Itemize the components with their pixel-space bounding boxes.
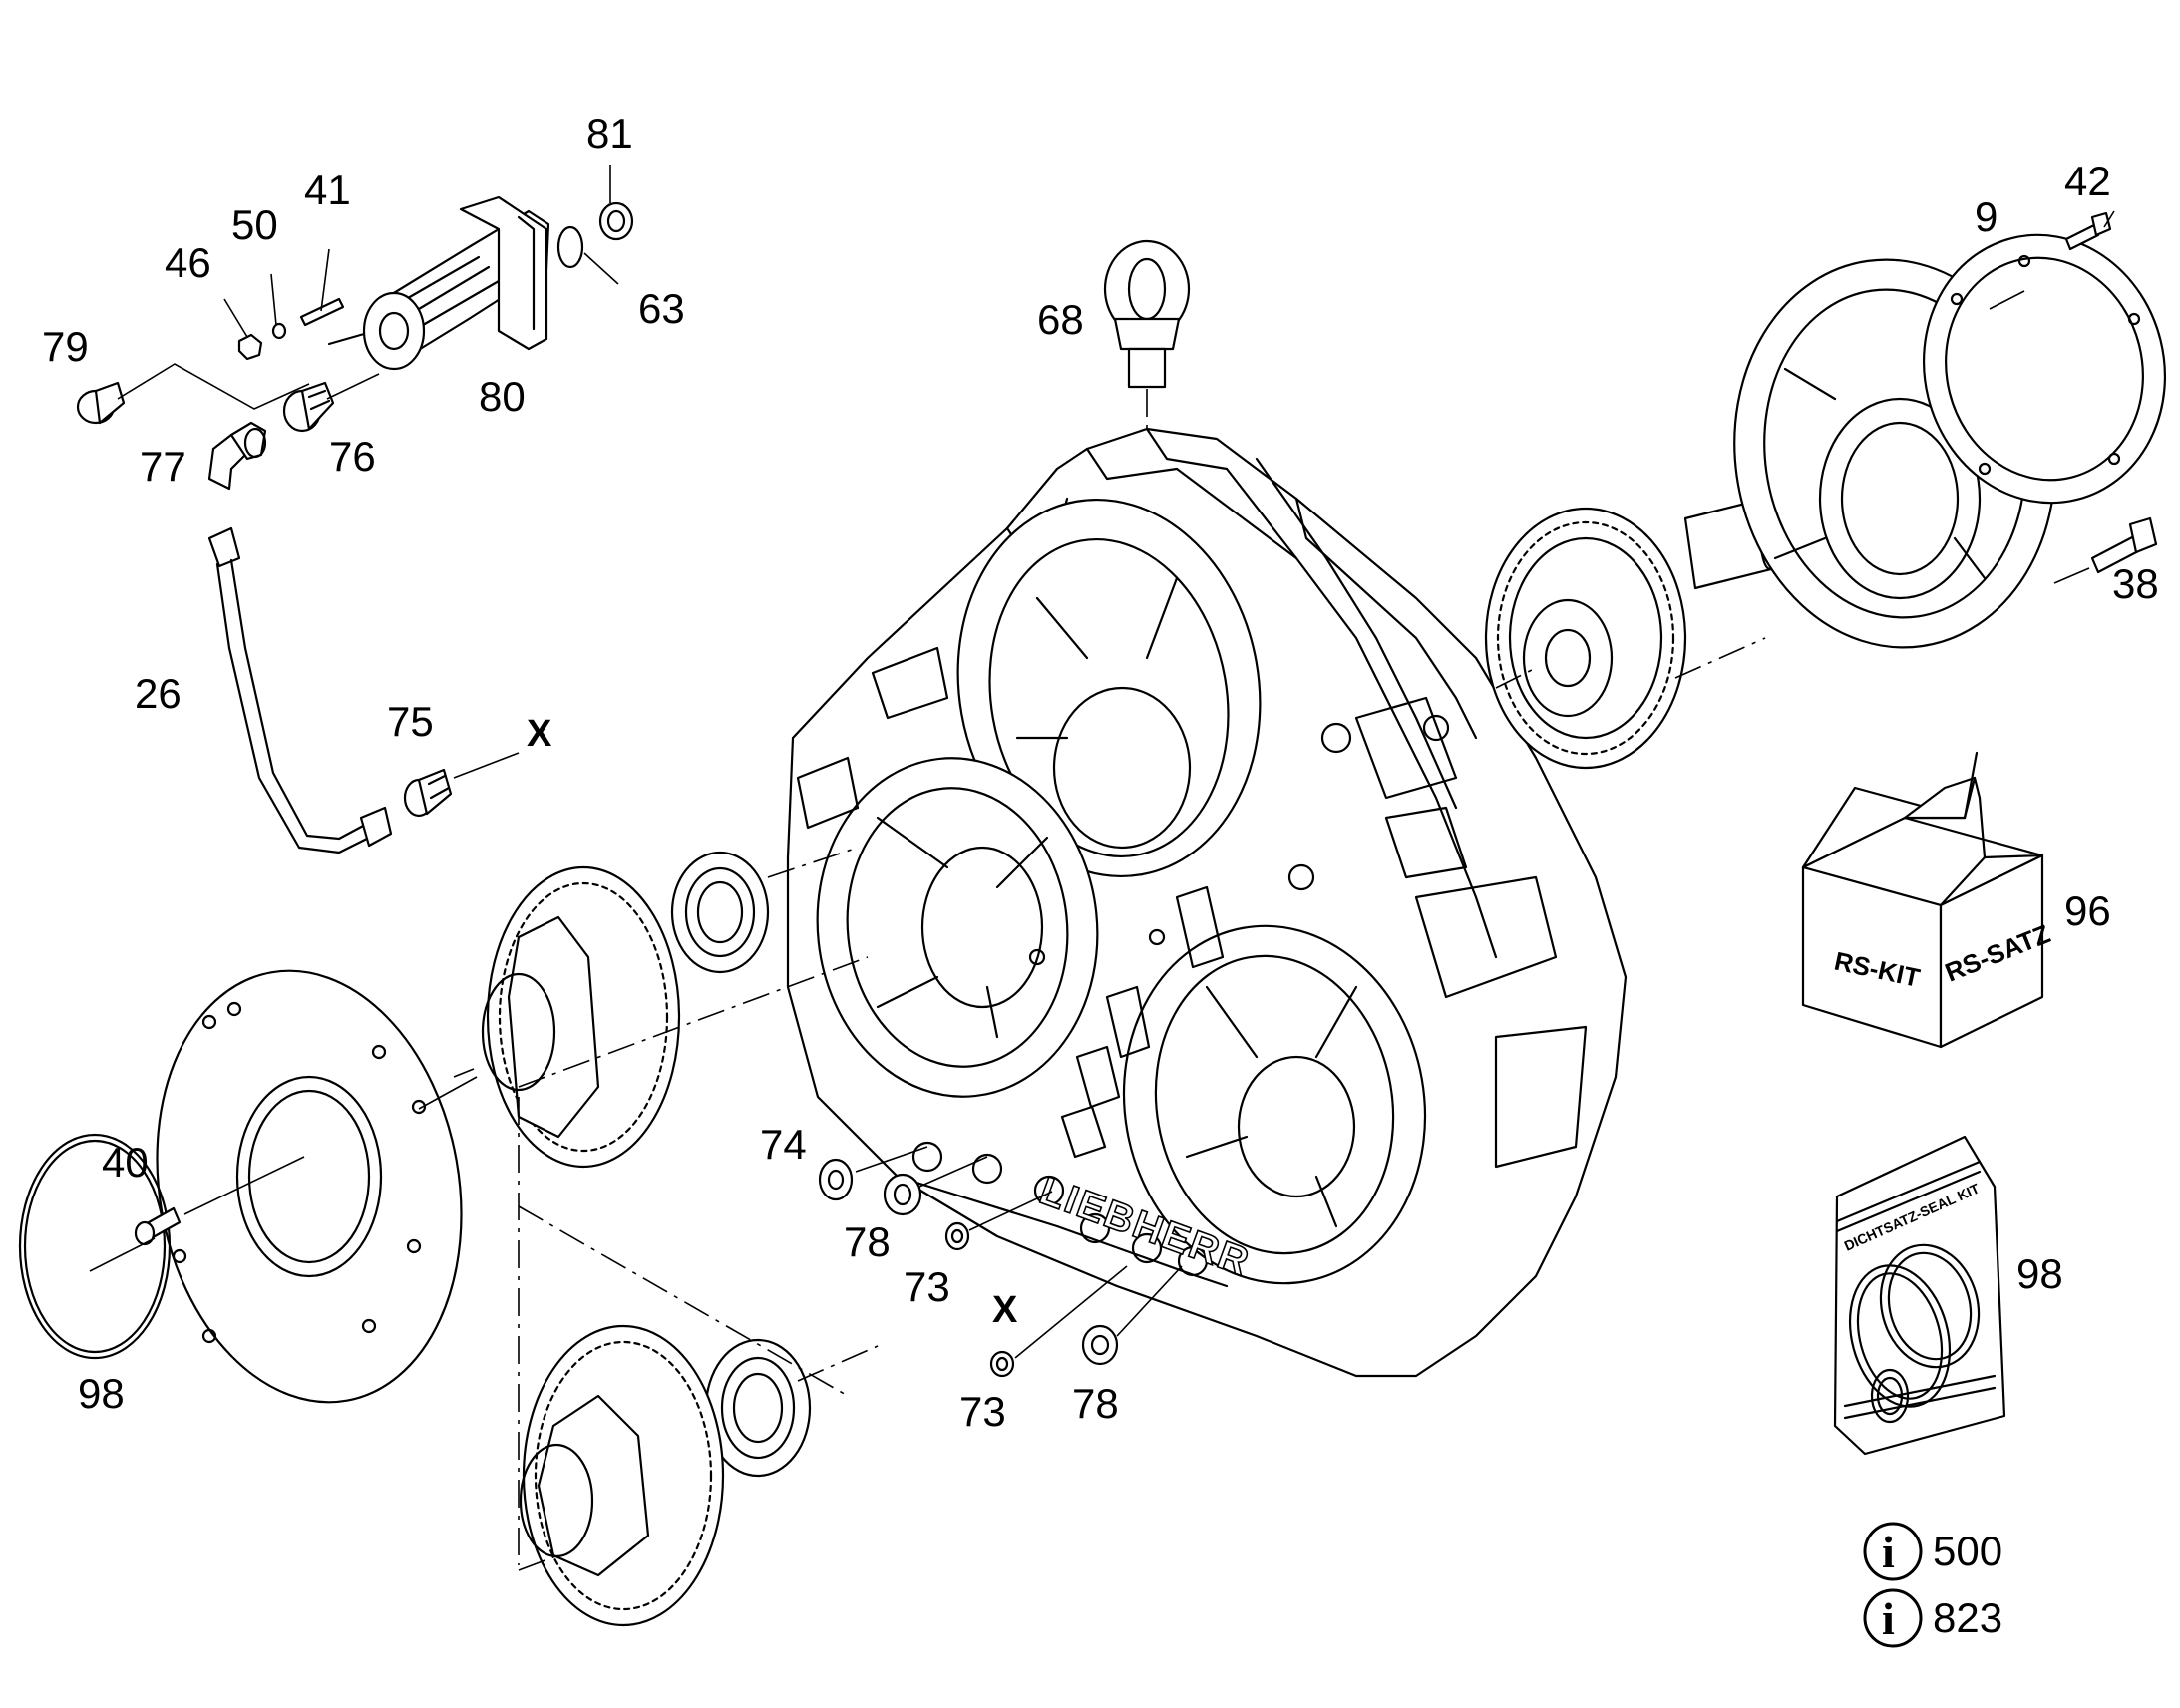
callout-42: 42 xyxy=(2064,158,2111,204)
o-ring-63[interactable] xyxy=(556,225,584,269)
svg-text:i: i xyxy=(1882,1527,1895,1577)
pipe-26[interactable] xyxy=(207,526,393,854)
pin-41[interactable] xyxy=(299,297,345,327)
seal-kit-bag[interactable]: DICHTSATZ-SEAL KIT xyxy=(1833,1135,2006,1456)
callout-76: 76 xyxy=(329,433,376,480)
washer-50[interactable] xyxy=(271,322,287,340)
svg-text:i: i xyxy=(1882,1593,1895,1644)
callout-96: 96 xyxy=(2064,887,2111,934)
eye-bolt-68[interactable] xyxy=(1103,239,1191,389)
callout-78-upper: 78 xyxy=(844,1218,891,1265)
info-ref-823[interactable]: i 823 xyxy=(1863,1588,2002,1648)
callout-x-upper: X xyxy=(527,713,552,755)
info-icon: i xyxy=(1863,1522,1923,1581)
fitting-75[interactable] xyxy=(403,768,453,818)
callout-63: 63 xyxy=(638,285,685,332)
callout-73-lower: 73 xyxy=(959,1388,1006,1435)
callout-40: 40 xyxy=(102,1139,149,1186)
callout-68: 68 xyxy=(1037,296,1084,343)
gasket-9[interactable] xyxy=(1896,209,2180,528)
fitting-76[interactable] xyxy=(282,381,335,433)
callout-80: 80 xyxy=(479,373,526,420)
elbow-77[interactable] xyxy=(207,421,267,491)
screw-38[interactable] xyxy=(2090,516,2158,574)
info-icon: i xyxy=(1863,1588,1923,1648)
callout-81: 81 xyxy=(586,110,633,157)
info-ref-number: 823 xyxy=(1933,1594,2002,1641)
seal-78-upper[interactable] xyxy=(883,1173,922,1216)
callout-50: 50 xyxy=(231,201,278,248)
bearing-upper-left[interactable] xyxy=(670,851,770,974)
info-ref-number: 500 xyxy=(1933,1528,2002,1574)
callout-98-bag: 98 xyxy=(2016,1250,2063,1297)
screw-42[interactable] xyxy=(2064,211,2112,251)
rs-kit-box[interactable]: RS-KIT RS-SATZ xyxy=(1801,751,2054,1049)
callout-77: 77 xyxy=(140,443,186,490)
callout-46: 46 xyxy=(165,239,211,286)
plug-73-lower[interactable] xyxy=(989,1350,1015,1378)
callout-38: 38 xyxy=(2112,560,2159,607)
gear-left-lower[interactable] xyxy=(519,1324,725,1627)
gear-upper[interactable] xyxy=(1484,496,1782,770)
callout-74: 74 xyxy=(760,1121,807,1168)
callout-26: 26 xyxy=(135,670,182,717)
screw-40[interactable] xyxy=(134,1206,182,1246)
cover-left[interactable] xyxy=(124,946,494,1426)
info-ref-500[interactable]: i 500 xyxy=(1863,1522,2002,1581)
gearbox-housing[interactable]: LIEBHERR xyxy=(786,427,1628,1378)
pump-80[interactable] xyxy=(327,195,550,371)
seal-78-lower[interactable] xyxy=(1081,1324,1119,1366)
callout-9: 9 xyxy=(1975,193,1998,240)
callout-41: 41 xyxy=(304,167,351,213)
plug-74[interactable] xyxy=(818,1158,854,1201)
o-ring-98[interactable] xyxy=(18,1133,172,1360)
callout-75: 75 xyxy=(387,698,434,745)
callout-98-ring: 98 xyxy=(78,1370,125,1417)
callout-73-upper: 73 xyxy=(904,1263,950,1310)
plug-73-upper[interactable] xyxy=(944,1221,970,1251)
seal-nut-81[interactable] xyxy=(598,201,634,241)
nut-46[interactable] xyxy=(237,333,263,361)
callout-79: 79 xyxy=(42,323,89,370)
plug-79[interactable] xyxy=(76,381,126,425)
callout-78-lower: 78 xyxy=(1072,1380,1119,1427)
gear-left-upper[interactable] xyxy=(481,865,681,1169)
callout-x-lower: X xyxy=(992,1289,1018,1331)
